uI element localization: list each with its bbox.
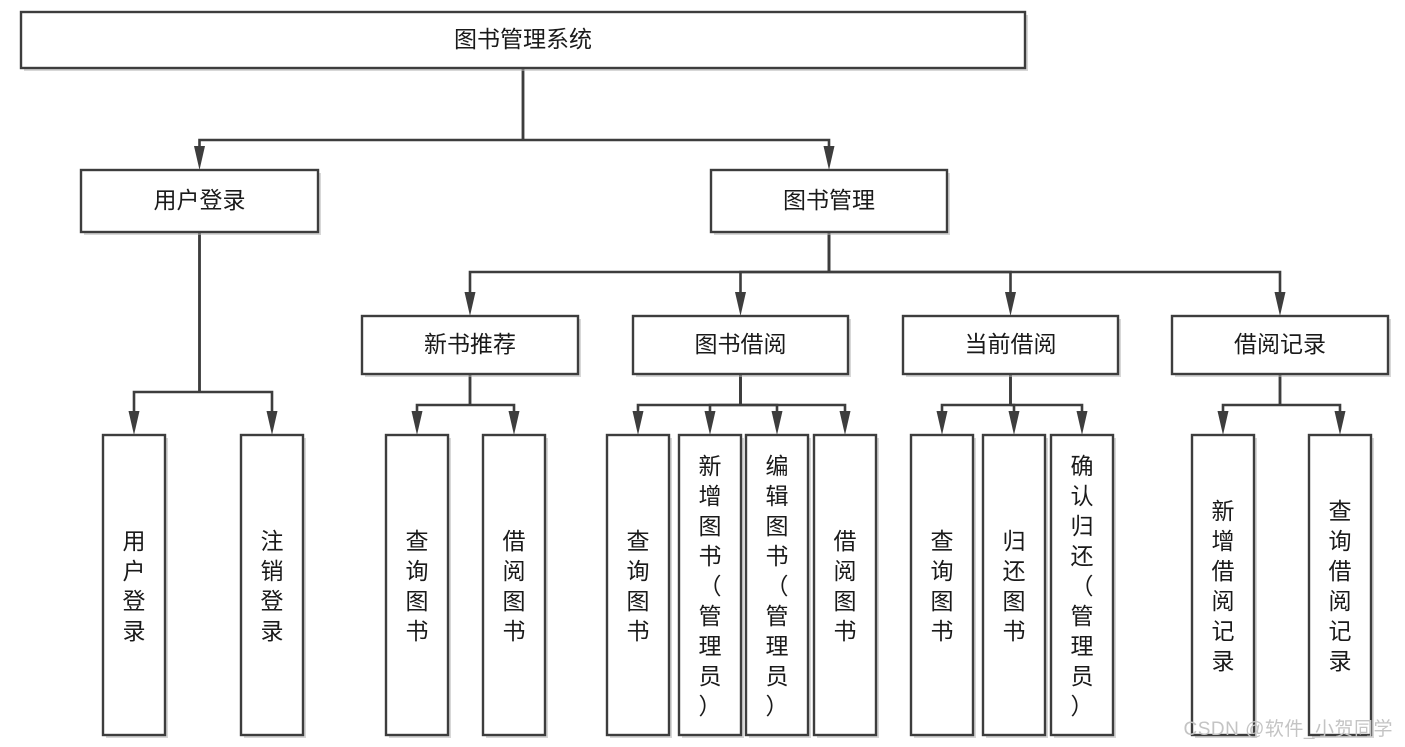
node-rect[interactable]	[1170, 314, 1390, 376]
node-rect[interactable]	[1190, 433, 1256, 737]
node-rect[interactable]	[360, 314, 580, 376]
node-rect[interactable]	[481, 433, 547, 737]
node-layer: 图书管理系统用户登录图书管理新书推荐图书借阅当前借阅借阅记录用户登录注销登录查询…	[19, 10, 1391, 738]
node-leaf-add-book[interactable]: 新增图书（管理员）	[677, 433, 744, 738]
node-rect[interactable]	[1049, 433, 1115, 737]
node-label: 查询图书	[627, 528, 650, 644]
node-book-borrow[interactable]: 图书借阅	[631, 314, 851, 377]
node-user-login[interactable]: 用户登录	[79, 168, 321, 235]
connector-borrow-record-to-leaf-query-record	[1278, 374, 1346, 435]
node-leaf-borrow-book-b[interactable]: 借阅图书	[812, 433, 879, 738]
connector-book-borrow-to-leaf-borrow-book-b	[739, 374, 851, 435]
node-rect[interactable]	[709, 168, 949, 234]
node-label: 借阅图书	[834, 528, 857, 644]
node-leaf-borrow-book-a[interactable]: 借阅图书	[481, 433, 548, 738]
node-leaf-query-record[interactable]: 查询借阅记录	[1307, 433, 1374, 738]
node-rect[interactable]	[909, 433, 975, 737]
watermark-label: CSDN @软件_小贺同学	[1183, 719, 1393, 740]
node-label: 注销登录	[261, 528, 284, 644]
node-leaf-user-login[interactable]: 用户登录	[101, 433, 168, 738]
node-label: 查询图书	[406, 528, 429, 644]
node-label: 新增图书（管理员）	[699, 453, 722, 719]
node-rect[interactable]	[79, 168, 320, 234]
node-leaf-edit-book[interactable]: 编辑图书（管理员）	[744, 433, 811, 738]
node-leaf-logout-login[interactable]: 注销登录	[239, 433, 306, 738]
node-rect[interactable]	[19, 10, 1027, 70]
connector-book-manage-to-book-borrow	[735, 232, 831, 316]
connector-user-login-to-leaf-user-login	[128, 232, 201, 435]
node-label: 借阅图书	[503, 528, 526, 644]
node-current-borrow[interactable]: 当前借阅	[901, 314, 1121, 377]
node-label: 图书管理系统	[454, 26, 592, 52]
connector-book-manage-to-borrow-record	[827, 232, 1286, 316]
connector-current-borrow-to-leaf-confirm-return	[1009, 374, 1088, 435]
node-leaf-return-book[interactable]: 归还图书	[981, 433, 1048, 738]
node-leaf-query-book-a[interactable]: 查询图书	[384, 433, 451, 738]
node-rect[interactable]	[1307, 433, 1373, 737]
node-new-book-rec[interactable]: 新书推荐	[360, 314, 581, 377]
node-rect[interactable]	[605, 433, 671, 737]
node-label: 新书推荐	[424, 331, 516, 357]
connector-borrow-record-to-leaf-add-record	[1217, 374, 1282, 435]
node-leaf-confirm-return[interactable]: 确认归还（管理员）	[1049, 433, 1116, 738]
node-leaf-add-record[interactable]: 新增借阅记录	[1190, 433, 1257, 738]
connector-root-to-user-login	[194, 68, 525, 170]
node-label: 用户登录	[123, 528, 146, 644]
node-label: 查询借阅记录	[1329, 498, 1352, 674]
node-rect[interactable]	[812, 433, 878, 737]
node-label: 查询图书	[931, 528, 954, 644]
node-rect[interactable]	[744, 433, 810, 737]
node-leaf-query-book-c[interactable]: 查询图书	[909, 433, 976, 738]
connector-new-book-rec-to-leaf-borrow-book-a	[468, 374, 520, 435]
connector-current-borrow-to-leaf-query-book-c	[936, 374, 1012, 435]
connector-user-login-to-leaf-logout-login	[198, 232, 278, 435]
connector-book-manage-to-current-borrow	[827, 232, 1016, 316]
node-label: 当前借阅	[965, 331, 1057, 357]
connector-book-borrow-to-leaf-add-book	[704, 374, 742, 435]
node-root[interactable]: 图书管理系统	[19, 10, 1028, 71]
node-rect[interactable]	[981, 433, 1047, 737]
node-label: 确认归还（管理员）	[1071, 453, 1094, 719]
connector-root-to-book-manage	[521, 68, 835, 170]
node-label: 用户登录	[154, 187, 246, 213]
node-label: 图书管理	[783, 187, 875, 213]
node-label: 编辑图书（管理员）	[766, 453, 789, 719]
node-label: 归还图书	[1003, 528, 1026, 644]
node-borrow-record[interactable]: 借阅记录	[1170, 314, 1391, 377]
node-rect[interactable]	[384, 433, 450, 737]
node-rect[interactable]	[101, 433, 167, 737]
node-label: 新增借阅记录	[1212, 498, 1235, 674]
connector-layer	[128, 68, 1346, 435]
node-rect[interactable]	[239, 433, 305, 737]
node-rect[interactable]	[677, 433, 743, 737]
node-rect[interactable]	[901, 314, 1120, 376]
connector-new-book-rec-to-leaf-query-book-a	[411, 374, 472, 435]
connector-book-manage-to-new-book-rec	[464, 232, 831, 316]
node-rect[interactable]	[631, 314, 850, 376]
node-label: 借阅记录	[1234, 331, 1326, 357]
node-leaf-query-book-b[interactable]: 查询图书	[605, 433, 672, 738]
node-label: 图书借阅	[695, 331, 787, 357]
node-book-manage[interactable]: 图书管理	[709, 168, 950, 235]
